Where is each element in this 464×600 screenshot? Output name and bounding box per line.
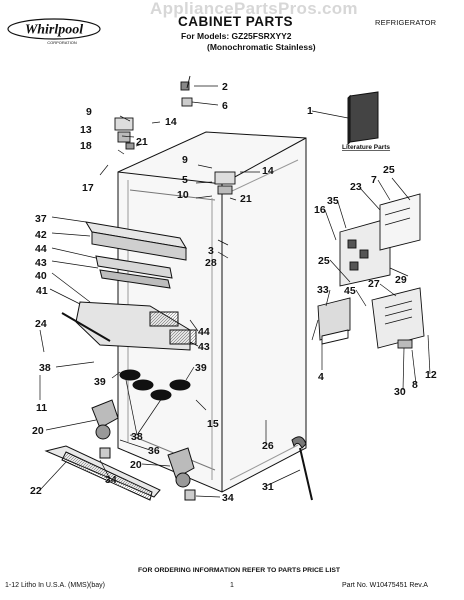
callout-number: 25 — [318, 255, 330, 267]
bottom-hinges — [91, 399, 196, 501]
callout-number: 44 — [35, 243, 47, 255]
callout-number: 8 — [412, 379, 418, 391]
callout-number: 7 — [371, 174, 377, 186]
callout-number: 15 — [207, 418, 219, 430]
callout-number: 44 — [198, 326, 210, 338]
callout-number: 12 — [425, 369, 437, 381]
callout-number: 39 — [94, 376, 106, 388]
callout-number: 16 — [314, 204, 326, 216]
callout-number: 22 — [30, 485, 42, 497]
literature-parts-label: Literature Parts — [342, 144, 390, 151]
callout-number: 29 — [395, 274, 407, 286]
callout-numbers: 1 2 6 9 14 13 18 21 17 9 5 10 14 21 37 4… — [30, 81, 437, 504]
control-module-lower — [317, 287, 425, 349]
logo-wordmark: Whirlpool — [25, 23, 83, 38]
callout-number: 17 — [82, 182, 94, 194]
callout-number: 21 — [136, 136, 148, 148]
callout-number: 26 — [262, 440, 274, 452]
dispenser-lever — [291, 436, 313, 501]
page-title: CABINET PARTS — [178, 14, 294, 29]
lower-shelf-assembly — [61, 301, 197, 401]
callout-number: 40 — [35, 270, 47, 282]
leader-lines — [39, 85, 431, 498]
callout-number: 13 — [80, 124, 92, 136]
callout-number: 1 — [307, 105, 313, 117]
callout-number: 43 — [35, 257, 47, 269]
callout-number: 41 — [36, 285, 48, 297]
control-module-upper — [339, 193, 421, 287]
callout-number: 34 — [222, 492, 234, 504]
callout-number: 25 — [383, 164, 395, 176]
callout-number: 9 — [86, 106, 92, 118]
callout-number: 14 — [262, 165, 274, 177]
callout-number: 31 — [262, 481, 274, 493]
control-housing — [85, 221, 187, 289]
finish-subtitle: (Monochromatic Stainless) — [207, 42, 316, 52]
top-hinge-left — [114, 117, 135, 150]
site-watermark: AppliancePartsPros.com — [150, 0, 358, 18]
callout-number: 5 — [182, 174, 188, 186]
callout-number: 34 — [105, 474, 117, 486]
callout-number: 30 — [394, 386, 406, 398]
callout-number: 33 — [317, 284, 329, 296]
callout-number: 20 — [32, 425, 44, 437]
callout-number: 9 — [182, 154, 188, 166]
callout-number: 37 — [35, 213, 47, 225]
litho-info: 1-12 Litho In U.S.A. (MMS)(bay) — [5, 582, 105, 589]
callout-number: 3 — [208, 245, 214, 257]
callout-number: 21 — [240, 193, 252, 205]
callout-number: 43 — [198, 341, 210, 353]
toe-grille — [44, 445, 161, 501]
callout-number: 23 — [350, 181, 362, 193]
ordering-note: FOR ORDERING INFORMATION REFER TO PARTS … — [138, 567, 341, 574]
callout-number: 38 — [131, 431, 143, 443]
callout-number: 38 — [39, 362, 51, 374]
model-subtitle: For Models: GZ25FSRXYY2 — [181, 31, 292, 41]
callout-number: 4 — [318, 371, 324, 383]
page-number: 1 — [230, 582, 234, 589]
callout-number: 10 — [177, 189, 189, 201]
callout-number: 27 — [368, 278, 380, 290]
callout-number: 6 — [222, 100, 228, 112]
callout-number: 24 — [35, 318, 47, 330]
callout-number: 35 — [327, 195, 339, 207]
callout-number: 28 — [205, 257, 217, 269]
callout-number: 11 — [36, 402, 47, 414]
whirlpool-logo: Whirlpool CORPORATION — [7, 18, 101, 45]
part-number: Part No. W10475451 Rev.A — [342, 582, 428, 589]
cabinet-shell — [117, 131, 307, 493]
literature-booklet — [347, 91, 379, 146]
callout-number: 18 — [80, 140, 92, 152]
callout-number: 20 — [130, 459, 142, 471]
callout-number: 45 — [344, 285, 356, 297]
callout-number: 42 — [35, 229, 47, 241]
category-label: REFRIGERATOR — [375, 18, 437, 27]
callout-number: 2 — [222, 81, 228, 93]
callout-number: 14 — [165, 116, 177, 128]
callout-number: 36 — [148, 445, 160, 457]
callout-number: 39 — [195, 362, 207, 374]
logo-subtext: CORPORATION — [47, 40, 77, 45]
top-hinge-center — [180, 75, 236, 195]
